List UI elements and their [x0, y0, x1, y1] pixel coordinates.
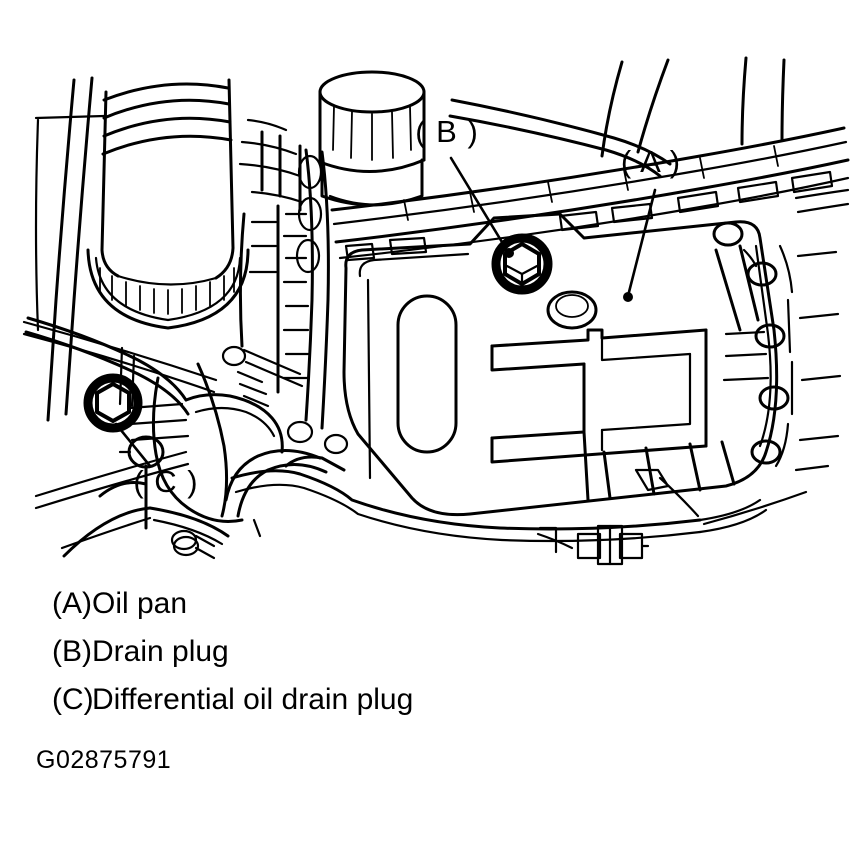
fluid-reservoir-cap: [318, 70, 426, 207]
legend-label-c: Differential oil drain plug: [92, 683, 414, 716]
legend-row-b: (B) Drain plug: [0, 628, 850, 676]
oil-pan-body: [342, 212, 842, 517]
legend-label-b: Drain plug: [92, 635, 229, 668]
pan-flange-bolt-bosses: [712, 221, 842, 472]
engine-block-mid: [238, 204, 349, 455]
callout-c-label: ( C ): [133, 464, 198, 499]
upper-right-cowl: [448, 56, 850, 214]
legend-label-a: Oil pan: [92, 587, 188, 620]
legend-key-b: (B): [52, 635, 92, 668]
callout-a-label: ( A ): [621, 144, 681, 179]
legend-key-c: (C): [52, 683, 94, 716]
differential-housing: [62, 362, 328, 560]
mount-bracket: [536, 468, 808, 566]
pan-bottom-lip: [230, 455, 768, 543]
oil-pan-illustration: ( A ) ( B ) ( C ): [22, 56, 850, 566]
callout-c: ( C ): [114, 422, 198, 499]
differential-drain-plug-hex: [83, 373, 143, 433]
callout-b: ( B ): [415, 114, 514, 258]
legend-list: (A) Oil pan (B) Drain plug (C) Different…: [0, 580, 850, 760]
engine-block-upper-left: [238, 118, 330, 430]
callout-a: ( A ): [621, 144, 681, 302]
transfer-case-contour: [184, 345, 304, 454]
left-hose: [24, 316, 190, 416]
legend-row-a: (A) Oil pan: [0, 580, 850, 628]
pan-upper-flange: [330, 126, 850, 262]
legend-key-a: (A): [52, 587, 92, 620]
callout-b-label: ( B ): [415, 114, 479, 149]
figure-id-code: G02875791: [36, 746, 172, 774]
upper-left-panel: [34, 450, 190, 550]
filter-canister-group: [86, 78, 250, 330]
legend-row-c: (C) Differential oil drain plug: [0, 676, 850, 724]
